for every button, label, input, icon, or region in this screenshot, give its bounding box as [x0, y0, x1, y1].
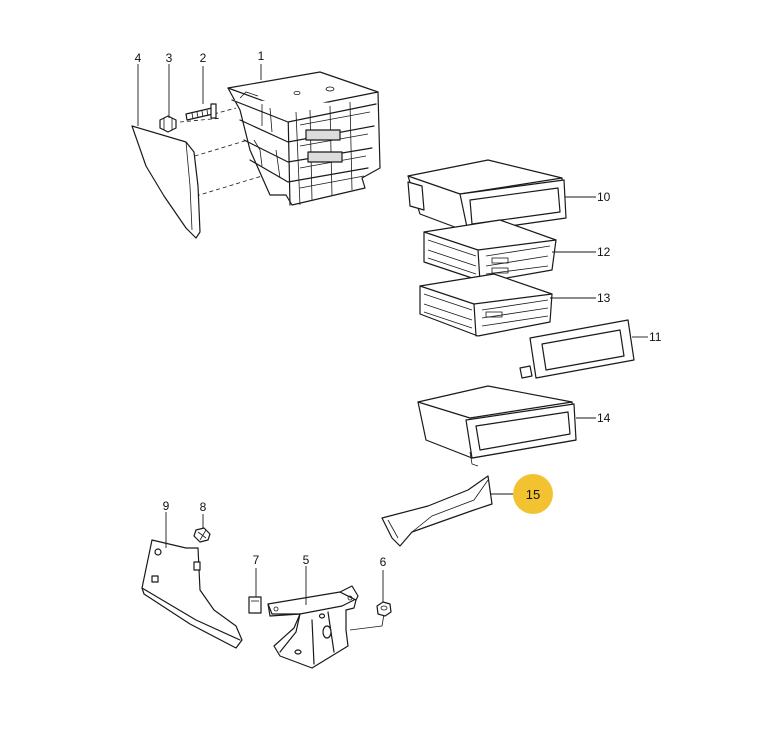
- callout-label-8[interactable]: 8: [200, 500, 207, 514]
- part-13-second-unit[interactable]: [419, 273, 553, 337]
- highlight-marker: [513, 474, 553, 514]
- callout-label-6[interactable]: 6: [380, 555, 387, 569]
- callout-label-1[interactable]: 1: [258, 49, 265, 63]
- part-7-nut-clip[interactable]: [248, 596, 262, 614]
- part-1-mounting-frame[interactable]: [227, 71, 381, 206]
- callout-label-14[interactable]: 14: [597, 411, 611, 425]
- part-10-compartment[interactable]: [407, 159, 567, 233]
- callout-label-2[interactable]: 2: [200, 51, 207, 65]
- callout-label-4[interactable]: 4: [135, 51, 142, 65]
- part-6-nut[interactable]: [376, 601, 392, 617]
- leader-lines: [137, 64, 648, 605]
- callout-label-9[interactable]: 9: [163, 499, 170, 513]
- assembly-lines: [179, 107, 385, 631]
- callout-label-13[interactable]: 13: [597, 291, 611, 305]
- callout-label-3[interactable]: 3: [166, 51, 173, 65]
- callout-label-12[interactable]: 12: [597, 245, 611, 259]
- callout-label-5[interactable]: 5: [303, 553, 310, 567]
- part-11-cover-plate[interactable]: [519, 319, 635, 379]
- part-9-lower-trim[interactable]: [141, 539, 243, 649]
- part-12-radio-unit[interactable]: [423, 219, 557, 283]
- part-15-trim-piece[interactable]: [381, 475, 493, 547]
- part-3-clip[interactable]: [159, 115, 177, 133]
- part-5-bracket[interactable]: [267, 585, 359, 669]
- callout-label-10[interactable]: 10: [597, 190, 611, 204]
- part-4-side-trim[interactable]: [131, 125, 201, 239]
- callout-label-15[interactable]: 15: [526, 487, 540, 502]
- part-14-tray[interactable]: [417, 385, 577, 467]
- part-2-screw[interactable]: [185, 103, 217, 121]
- callout-labels: 1 2 3 4 5 6 7 8 9 10 11 12 13 14 15: [135, 49, 662, 569]
- callout-label-7[interactable]: 7: [253, 553, 260, 567]
- part-8-clip[interactable]: [193, 527, 211, 543]
- callout-label-11[interactable]: 11: [649, 330, 662, 344]
